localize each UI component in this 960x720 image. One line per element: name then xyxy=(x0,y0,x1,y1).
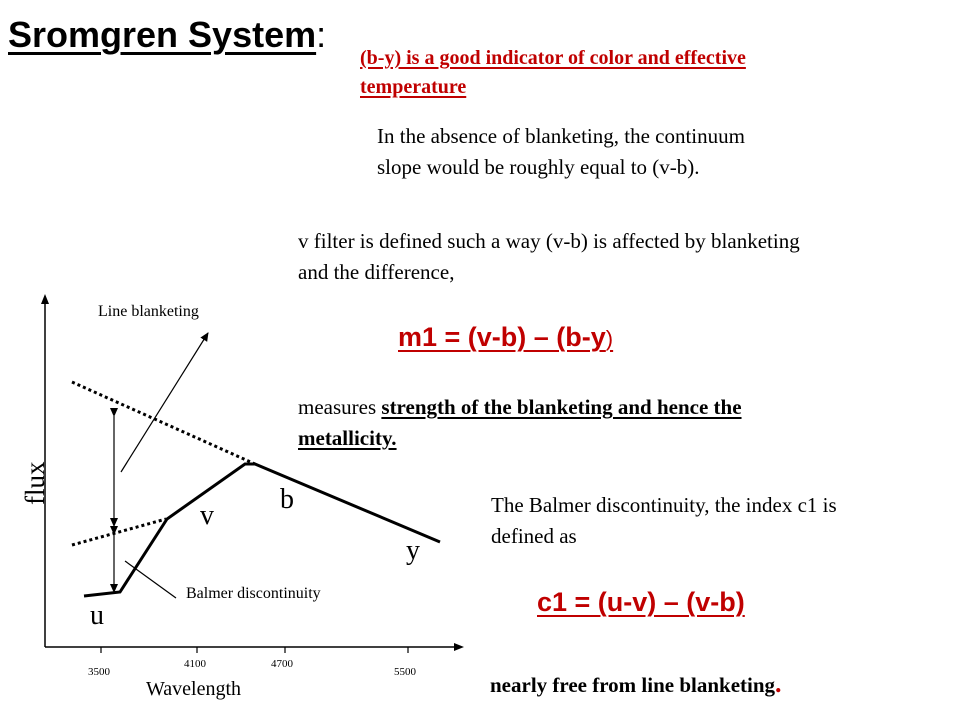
y-axis-arrow-icon xyxy=(41,294,49,304)
m1-formula: m1 = (v-b) – (b-y xyxy=(398,322,606,352)
footer-note: nearly free from line blanketing. xyxy=(490,669,782,699)
vfilter-line-1: v filter is defined such a way (v-b) is … xyxy=(298,229,800,253)
indicator-line-2: temperature xyxy=(360,76,467,98)
tick-label-4100: 4100 xyxy=(184,658,207,670)
measures-prefix: measures xyxy=(298,395,382,419)
title-text: Sromgren System xyxy=(8,14,317,55)
filter-label-y: y xyxy=(406,535,420,566)
vfilter-paragraph: v filter is defined such a way (v-b) is … xyxy=(298,226,800,288)
indicator-statement: (b-y) is a good indicator of color and e… xyxy=(360,44,746,102)
tick-label-4700: 4700 xyxy=(271,658,294,670)
measures-emphasis-2: metallicity. xyxy=(298,426,397,450)
continuum-dotted-lower xyxy=(71,517,167,547)
tick-label-3500: 3500 xyxy=(88,666,111,678)
indicator-line-1: (b-y) is a good indicator of color and e… xyxy=(360,47,746,69)
x-axis-label: Wavelength xyxy=(146,678,241,700)
balmer-paragraph: The Balmer discontinuity, the index c1 i… xyxy=(491,490,837,552)
balmer-pointer xyxy=(124,560,177,599)
m1-formula-tail: ) xyxy=(605,326,614,351)
filter-label-v: v xyxy=(200,500,214,531)
continuum-dotted-upper xyxy=(71,380,256,466)
footer-dot: . xyxy=(775,669,782,698)
c1-equation: c1 = (u-v) – (v-b) xyxy=(537,587,745,617)
title-colon: : xyxy=(316,14,327,55)
absence-line-2: slope would be roughly equal to (v-b). xyxy=(377,155,700,179)
absence-paragraph: In the absence of blanketing, the contin… xyxy=(377,121,745,183)
filter-label-b: b xyxy=(280,484,294,515)
balmer-discontinuity-label: Balmer discontinuity xyxy=(186,585,321,602)
m1-equation: m1 = (v-b) – (b-y) xyxy=(398,322,613,353)
x-axis-arrow-icon xyxy=(454,643,464,651)
filter-label-u: u xyxy=(90,600,104,631)
spectrum-line xyxy=(83,462,441,598)
footer-text: nearly free from line blanketing xyxy=(490,673,776,697)
line-blanketing-label: Line blanketing xyxy=(98,303,199,320)
measures-emphasis-1: strength of the blanketing and hence the xyxy=(381,395,742,419)
balmer-line-2: defined as xyxy=(491,524,577,548)
absence-line-1: In the absence of blanketing, the contin… xyxy=(377,124,745,148)
page-title: Sromgren System: xyxy=(8,14,326,56)
measures-paragraph: measures strength of the blanketing and … xyxy=(298,392,742,454)
line-blanketing-pointer xyxy=(120,332,209,473)
y-axis-label: flux xyxy=(20,461,50,505)
vfilter-line-2: and the difference, xyxy=(298,260,455,284)
tick-label-5500: 5500 xyxy=(394,666,417,678)
balmer-line-1: The Balmer discontinuity, the index c1 i… xyxy=(491,493,837,517)
